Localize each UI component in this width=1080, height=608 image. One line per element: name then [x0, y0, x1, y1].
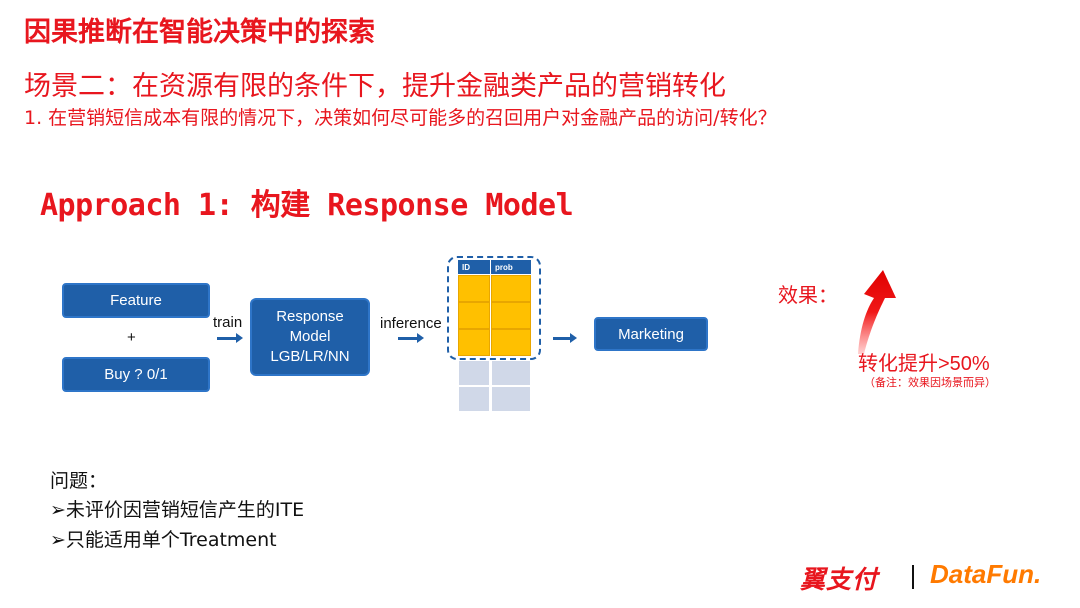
approach-title: Approach 1: 构建 Response Model	[40, 188, 574, 223]
feature-box: Feature	[62, 283, 210, 318]
inference-label: inference	[380, 315, 442, 332]
datafun-logo: DataFun.	[930, 559, 1042, 589]
top-scored-highlight	[447, 256, 541, 360]
model-line1: Response	[276, 308, 344, 325]
model-line2: Model	[289, 328, 331, 345]
issue-item: ➢未评价因营销短信产生的ITE	[50, 499, 305, 521]
table-cell	[458, 275, 490, 302]
response-model-box: Response Model LGB/LR/NN	[250, 298, 370, 376]
effect-note: （备注：效果因场景而异）	[864, 376, 996, 389]
table-cell	[458, 360, 490, 386]
inference-arrow	[398, 333, 424, 343]
plus-sign: +	[127, 329, 136, 346]
model-line3: LGB/LR/NN	[270, 348, 350, 365]
table-header-id: ID	[458, 260, 490, 274]
table-cell	[491, 386, 531, 412]
table-cell	[458, 329, 490, 356]
table-cell	[458, 386, 490, 412]
train-label: train	[213, 314, 243, 331]
table-cell	[458, 302, 490, 329]
table-cell	[491, 275, 531, 302]
table-cell	[491, 329, 531, 356]
question-text: 1. 在营销短信成本有限的情况下，决策如何尽可能多的召回用户对金融产品的访问/转…	[24, 107, 777, 129]
table-cell	[491, 360, 531, 386]
upward-arrow-icon	[858, 270, 896, 354]
table-header-prob: prob	[491, 260, 531, 274]
marketing-arrow	[553, 333, 577, 343]
train-arrow	[217, 333, 243, 343]
lift-result: 转化提升>50%	[858, 353, 990, 375]
scenario-heading: 场景二：在资源有限的条件下，提升金融类产品的营销转化	[24, 71, 726, 102]
marketing-box: Marketing	[594, 317, 708, 351]
issues-title: 问题：	[50, 470, 108, 492]
page-title: 因果推断在智能决策中的探索	[24, 17, 375, 48]
issue-item: ➢只能适用单个Treatment	[50, 529, 277, 551]
logo-divider	[912, 565, 914, 589]
table-cell	[491, 302, 531, 329]
buy-box: Buy ? 0/1	[62, 357, 210, 392]
effect-label: 效果：	[778, 283, 838, 307]
yizhifu-logo: 翼支付	[800, 565, 879, 594]
